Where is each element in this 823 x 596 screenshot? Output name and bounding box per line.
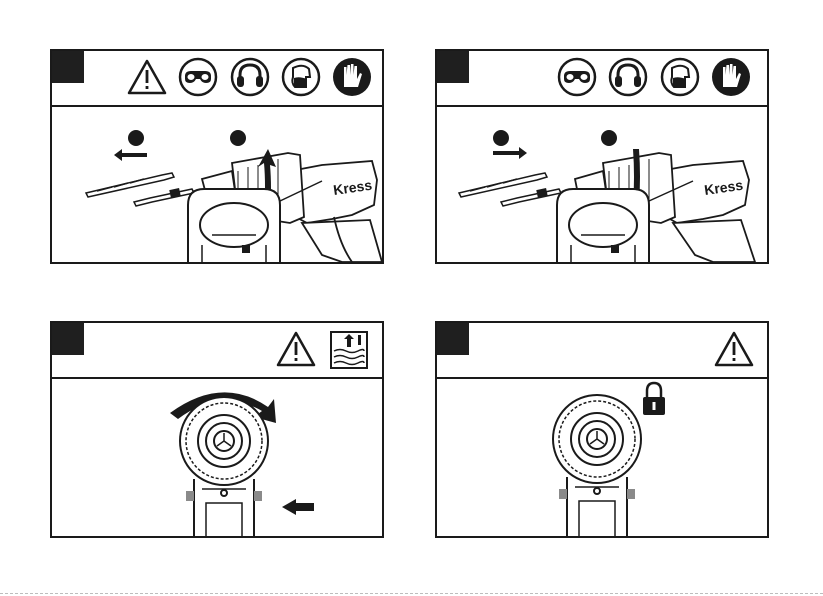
arrow-right-icon — [493, 147, 527, 159]
panel-step-2: Kress — [435, 49, 769, 264]
gloves-icon — [332, 57, 372, 97]
drill-bit — [86, 173, 174, 197]
step-number-box — [437, 323, 469, 355]
dust-mask-icon — [281, 57, 321, 97]
padlock-icon — [643, 383, 665, 415]
step-number-box — [52, 323, 84, 355]
panel-header — [437, 51, 767, 107]
step-marker-2 — [230, 130, 246, 146]
arrow-left-icon — [114, 149, 147, 161]
step-marker-2 — [601, 130, 617, 146]
screwdriver-bit — [134, 188, 194, 206]
panel-step-3 — [50, 321, 384, 538]
arrow-left-icon — [282, 499, 314, 515]
warning-triangle-icon — [276, 331, 316, 367]
panel-step-1: Kress — [50, 49, 384, 264]
drill-illustration-insert: Kress — [52, 105, 382, 262]
drill-illustration-tighten: Kress — [437, 105, 767, 262]
chuck-front-view-adjust — [52, 377, 382, 536]
safety-goggles-icon — [178, 57, 218, 97]
dust-mask-icon — [660, 57, 700, 97]
step-number-box — [52, 51, 84, 83]
safety-goggles-icon — [557, 57, 597, 97]
panel-header — [437, 323, 767, 379]
panel-header — [52, 51, 382, 107]
drill-chuck-front — [180, 397, 268, 536]
warning-triangle-icon — [714, 331, 754, 367]
screwdriver-bit — [501, 188, 561, 206]
chuck-front-view-locked — [437, 377, 767, 536]
step-marker-1 — [128, 130, 144, 146]
warning-triangle-icon — [127, 59, 167, 95]
gloves-icon — [711, 57, 751, 97]
page-cut-line — [0, 593, 823, 594]
panel-step-4 — [435, 321, 769, 538]
drill-chuck-front — [553, 395, 641, 536]
panel-header — [52, 323, 382, 379]
level-indicator-icon — [330, 331, 368, 369]
step-marker-1 — [493, 130, 509, 146]
drill-bit — [459, 173, 547, 197]
ear-protection-icon — [608, 57, 648, 97]
ear-protection-icon — [230, 57, 270, 97]
step-number-box — [437, 51, 469, 83]
